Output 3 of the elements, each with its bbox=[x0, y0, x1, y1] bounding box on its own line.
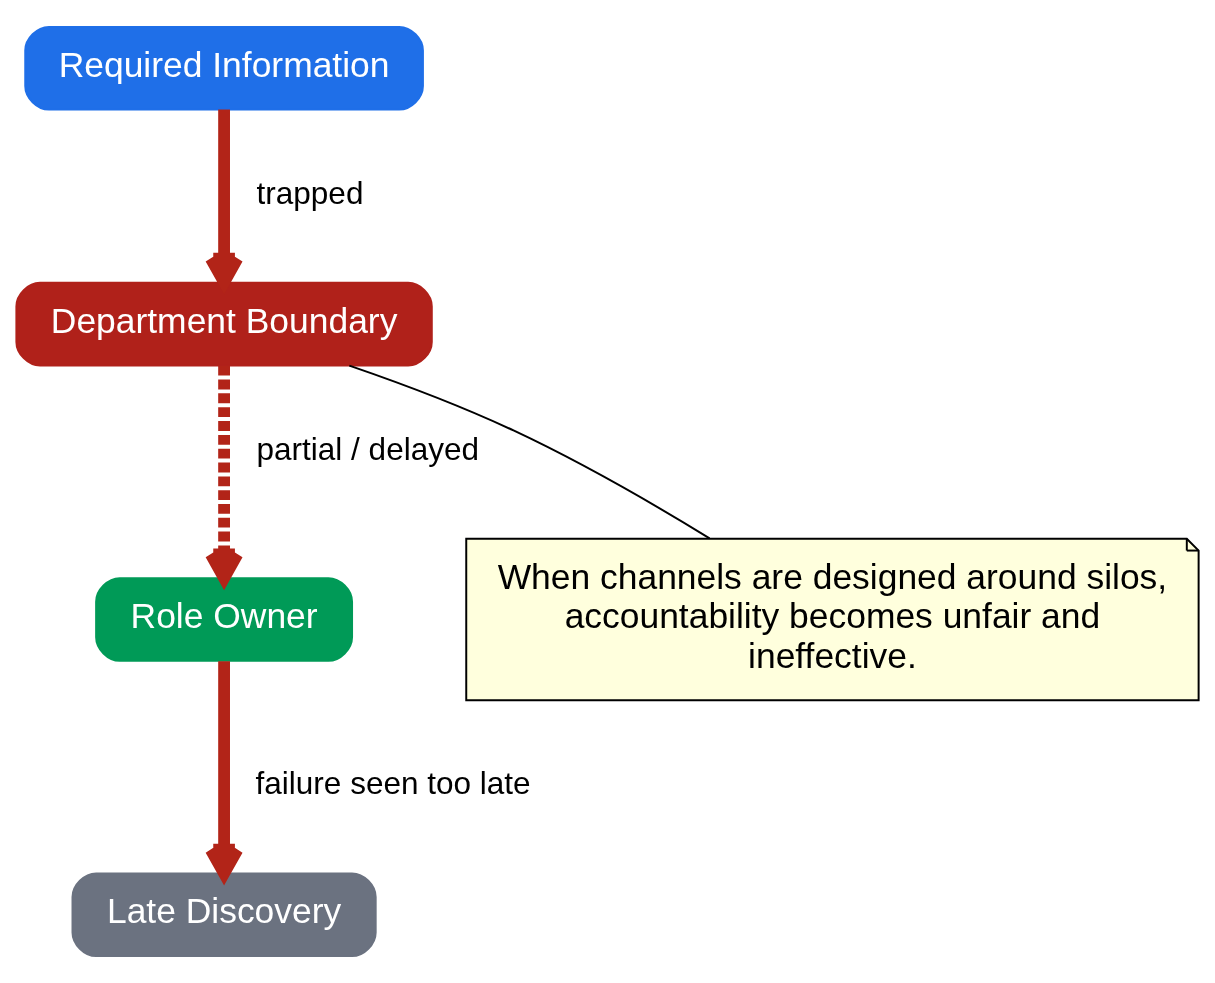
edge-label: failure seen too late bbox=[255, 765, 531, 802]
edge-label: partial / delayed bbox=[256, 430, 479, 467]
edge-label: trapped bbox=[256, 174, 364, 211]
